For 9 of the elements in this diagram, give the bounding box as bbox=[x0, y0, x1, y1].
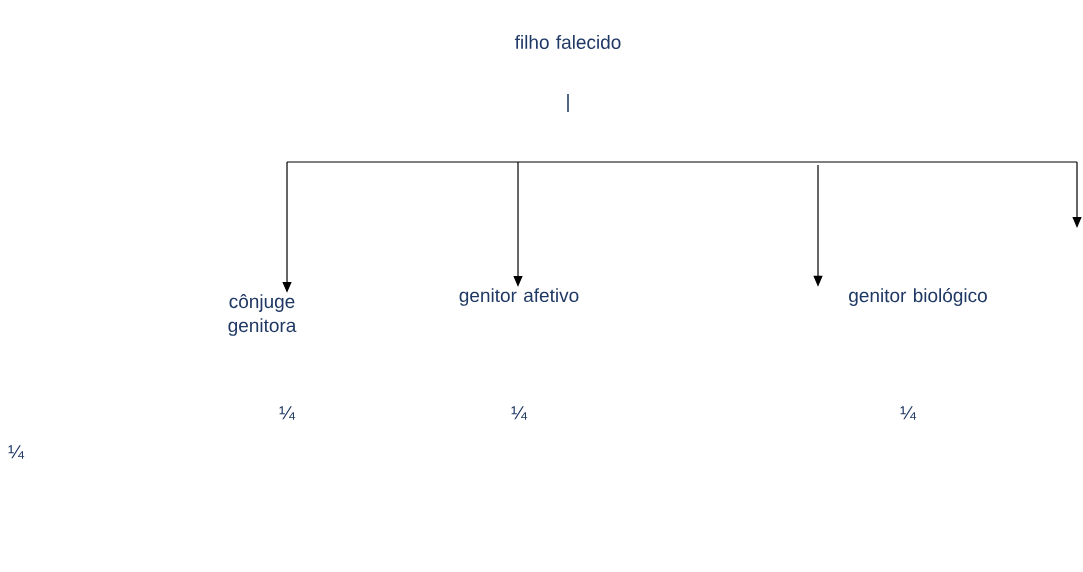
text-label: ¼ bbox=[511, 406, 528, 420]
text-label: ¼ bbox=[900, 406, 917, 420]
text-label: | bbox=[567, 94, 569, 112]
text-label: ¼ bbox=[8, 445, 25, 459]
node-text: genitor afetivo bbox=[459, 288, 579, 306]
node-text: filho falecido bbox=[514, 35, 621, 49]
node-text: cônjuge genitora bbox=[228, 294, 297, 336]
text-label: ¼ bbox=[279, 406, 296, 420]
node-text: genitor biológico bbox=[849, 288, 987, 306]
